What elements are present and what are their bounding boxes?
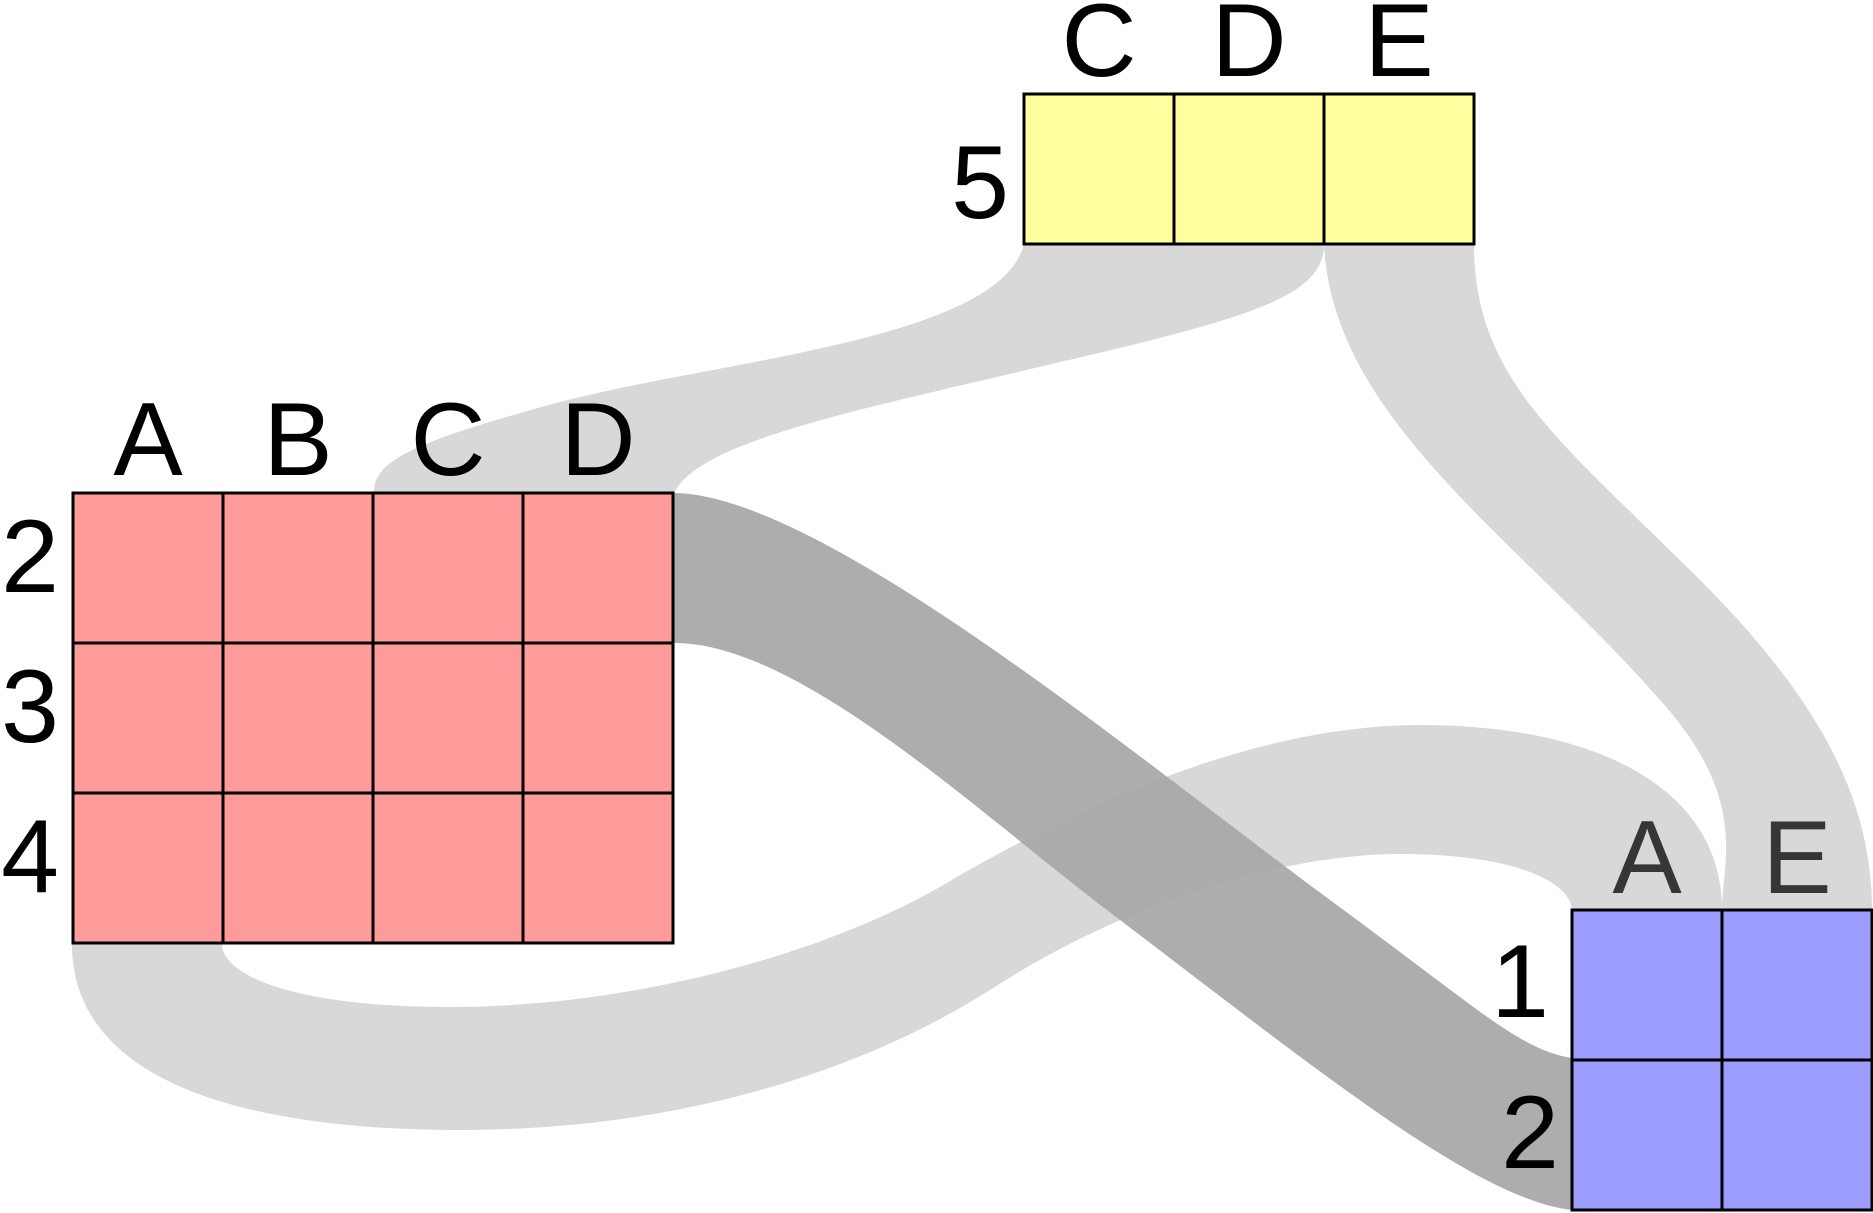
yellow-cell-e5: [1322, 92, 1476, 246]
yellow-table: C D E 5: [951, 0, 1476, 246]
red-table-cells: [71, 491, 675, 945]
red-cell-d2: [521, 491, 675, 645]
blue-cell-e1: [1720, 908, 1873, 1062]
red-col-header-d: D: [560, 382, 635, 498]
red-col-header-a: A: [113, 382, 183, 498]
yellow-table-cells: [1022, 92, 1476, 246]
yellow-table-column-headers: C D E: [1061, 0, 1433, 99]
red-cell-a4: [71, 791, 225, 945]
red-row-header-4: 4: [1, 799, 59, 915]
band-red-a-bottom-to-blue-a-top: [72, 725, 1722, 1130]
yellow-cell-d5: [1172, 92, 1326, 246]
blue-cell-e2: [1720, 1058, 1873, 1212]
yellow-col-header-e: E: [1364, 0, 1433, 99]
red-table-row-headers: 2 3 4: [1, 499, 59, 915]
red-cell-b4: [221, 791, 375, 945]
red-cell-a2: [71, 491, 225, 645]
blue-col-header-a: A: [1612, 800, 1682, 916]
band-yellow-e-to-blue-a-e: [1324, 244, 1872, 910]
red-cell-c4: [371, 791, 525, 945]
blue-table: A E 1 2: [1491, 800, 1873, 1212]
red-cell-b3: [221, 641, 375, 795]
blue-cell-a1: [1570, 908, 1724, 1062]
red-row-header-3: 3: [1, 649, 59, 765]
yellow-row-header-5: 5: [951, 125, 1009, 241]
red-cell-b2: [221, 491, 375, 645]
red-col-header-c: C: [410, 382, 485, 498]
red-row-header-2: 2: [1, 499, 59, 615]
red-cell-d4: [521, 791, 675, 945]
band-yellow-c-d-to-red-c-d: [373, 244, 1325, 493]
yellow-col-header-c: C: [1061, 0, 1136, 99]
red-table-column-headers: A B C D: [113, 382, 635, 498]
blue-table-column-headers: A E: [1612, 800, 1831, 916]
yellow-col-header-d: D: [1211, 0, 1286, 99]
blue-row-header-2: 2: [1501, 1075, 1559, 1191]
band-red-rows-to-blue-rows: [673, 493, 1572, 1210]
red-cell-c2: [371, 491, 525, 645]
blue-row-header-1: 1: [1491, 924, 1549, 1040]
red-col-header-b: B: [263, 382, 332, 498]
yellow-cell-c5: [1022, 92, 1176, 246]
blue-table-row-headers: 1 2: [1491, 924, 1559, 1191]
blue-table-cells: [1570, 908, 1873, 1212]
light-connector-bands: [72, 244, 1872, 1130]
red-table: A B C D 2 3 4: [1, 382, 675, 945]
blue-cell-a2: [1570, 1058, 1724, 1212]
yellow-table-row-headers: 5: [951, 125, 1009, 241]
red-cell-c3: [371, 641, 525, 795]
dark-connector-bands: [673, 493, 1572, 1210]
red-cell-a3: [71, 641, 225, 795]
blue-col-header-e: E: [1762, 800, 1831, 916]
red-cell-d3: [521, 641, 675, 795]
